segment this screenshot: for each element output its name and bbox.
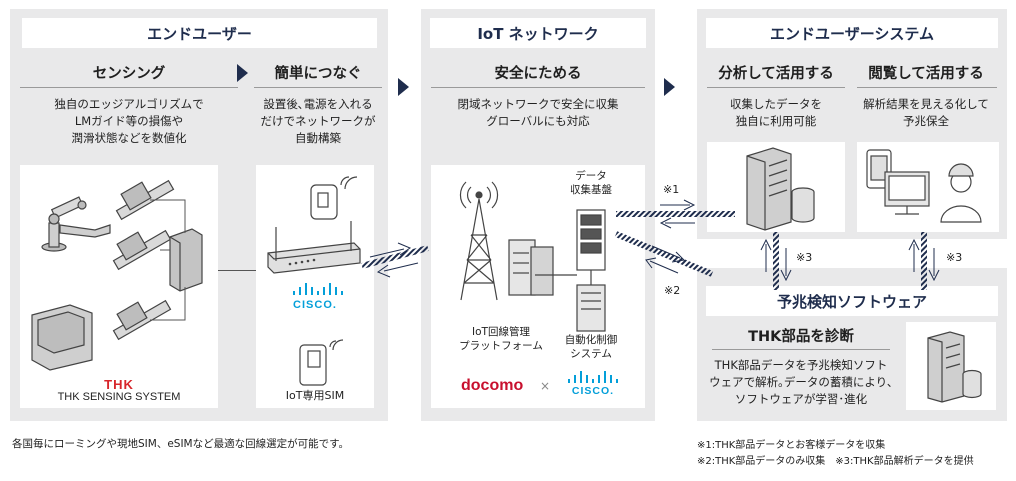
sensing-line: 潤滑状態などを数値化 (71, 131, 187, 145)
connect-line: 設置後､電源を入れる (263, 97, 373, 111)
caption-line: データ (575, 170, 607, 182)
view-card (857, 142, 999, 232)
connect-line: だけでネットワークが (260, 114, 376, 128)
network-line: グローバルにも対応 (486, 114, 590, 128)
software-line: ウェアで解析｡データの蓄積により､ (709, 375, 893, 389)
network-rule (431, 87, 645, 88)
network-card: データ 収集基盤 IoT回線管理 プラットフォーム 自動化制御 システム doc… (431, 165, 645, 408)
mark-1: ※1 (663, 183, 680, 196)
software-rule (712, 349, 890, 350)
view-title: 閲覧して活用する (868, 66, 984, 82)
connect-rule (254, 87, 382, 88)
analyze-line: 独自に利用可能 (735, 114, 817, 128)
docomo-logo: docomo (461, 377, 524, 394)
network-title: 安全にためる (494, 66, 582, 82)
router-card: CISCO. IoT専用SIM (256, 165, 374, 408)
router-illustration (267, 176, 361, 295)
sensing-line: 独自のエッジアルゴリズムで (54, 97, 204, 111)
auto-ctrl-label: 自動化制御 システム (555, 333, 627, 361)
cisco-logo: CISCO. (571, 385, 615, 397)
view-line: 予兆保全 (903, 114, 949, 128)
network-desc: 閉域ネットワークで安全に収集 グローバルにも対応 (431, 96, 645, 130)
view-rule (857, 87, 997, 88)
iot-network-header: IoT ネットワーク (430, 18, 646, 48)
arrow-right-icon (237, 64, 248, 82)
monitor-worker-icon (866, 149, 982, 223)
footnote-2: ※2:THK部品データのみ収集 ※3:THK部品解析データを提供 (697, 456, 974, 467)
end-user-system-header: エンドユーザーシステム (706, 18, 998, 48)
connect-line: 自動構築 (295, 131, 341, 145)
server-db-icon (927, 331, 982, 403)
end-user-header: エンドユーザー (22, 18, 377, 48)
caption-line: IoT回線管理 (472, 326, 530, 338)
analyze-desc: 収集したデータを 独自に利用可能 (705, 96, 847, 130)
analyze-title: 分析して活用する (718, 66, 834, 82)
server-db-icon (746, 147, 815, 231)
software-header: 予兆検知ソフトウェア (706, 286, 998, 316)
caption-line: 収集基盤 (570, 184, 612, 196)
sensing-system-card: THK THK SENSING SYSTEM (20, 165, 218, 408)
link-line (218, 270, 256, 271)
sensing-title: センシング (92, 66, 166, 82)
sensing-illustration (31, 179, 203, 371)
analyze-card (707, 142, 845, 232)
caption-line: システム (570, 348, 612, 360)
line-mgmt-label: IoT回線管理 プラットフォーム (451, 325, 551, 353)
connect-desc: 設置後､電源を入れる だけでネットワークが 自動構築 (250, 96, 386, 147)
caption-line: 自動化制御 (564, 334, 618, 346)
view-desc: 解析結果を見える化して 予兆保全 (851, 96, 1001, 130)
software-title: THK部品を診断 (748, 329, 854, 345)
network-line: 閉域ネットワークで安全に収集 (457, 97, 619, 111)
arrow-right-icon (664, 78, 675, 96)
analyze-line: 収集したデータを (730, 97, 822, 111)
thk-logo: THK (104, 377, 134, 392)
software-line: THK部品データを予兆検知ソフト (714, 358, 888, 372)
sensing-system-label: THK SENSING SYSTEM (57, 391, 181, 403)
software-line: ソフトウェアが学習･進化 (734, 392, 868, 406)
mark-3a: ※3 (796, 251, 813, 264)
cisco-logo: CISCO. (293, 299, 337, 311)
sensing-desc: 独自のエッジアルゴリズムで LMガイド等の損傷や 潤滑状態などを数値化 (20, 96, 238, 147)
sensing-rule (20, 87, 238, 88)
mark-3b: ※3 (946, 251, 963, 264)
caption-line: プラットフォーム (459, 340, 543, 352)
cisco-bars-icon (568, 371, 618, 383)
iot-sim-label: IoT専用SIM (285, 389, 345, 402)
footer-note: 各国毎にローミングや現地SIM、eSIMなど最適な回線選定が可能です。 (12, 438, 350, 450)
analyze-rule (707, 87, 845, 88)
sim-phone-icon (299, 339, 344, 386)
data-platform-label: データ 収集基盤 (555, 169, 627, 197)
sensing-line: LMガイド等の損傷や (74, 114, 184, 128)
network-illustration (459, 181, 606, 332)
connect-title: 簡単につなぐ (274, 66, 362, 82)
footnote-1: ※1:THK部品データとお客様データを収集 (697, 440, 886, 451)
software-desc: THK部品データを予兆検知ソフト ウェアで解析｡データの蓄積により､ ソフトウェ… (702, 357, 900, 408)
mark-2: ※2 (664, 284, 681, 297)
times-symbol: × (540, 379, 551, 393)
software-card (906, 322, 996, 410)
arrow-right-icon (398, 78, 409, 96)
view-line: 解析結果を見える化して (863, 97, 989, 111)
